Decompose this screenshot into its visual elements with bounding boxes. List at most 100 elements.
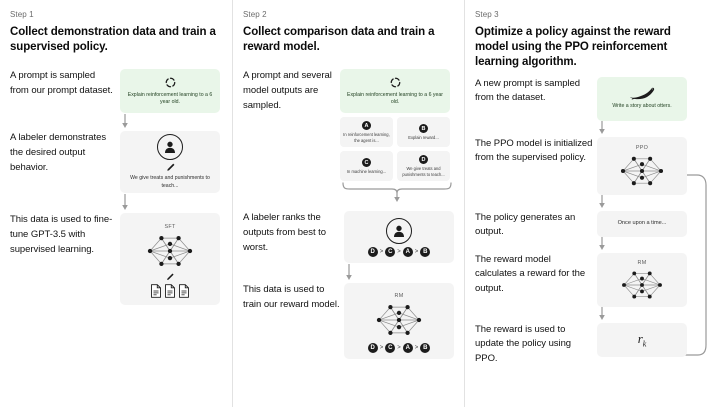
down-arrow-icon [599,306,605,320]
output-text: Explain reward... [408,134,439,140]
step-3-art-3: Once upon a time... [593,210,710,251]
recycle-icon [165,77,175,87]
model-label: RM [394,292,404,299]
rank-badge: D [367,342,378,353]
down-arrow-icon [122,194,128,211]
prompt-box: Explain reinforcement learning to a 6 ye… [340,69,450,114]
person-icon [157,134,183,161]
step-2-caption-3: This data is used to train our reward mo… [243,284,340,311]
rank-separator: > [414,248,419,255]
step-2-art-1: Explain reinforcement learning to a 6 ye… [338,69,454,203]
step-1-title: Collect demonstration data and train a s… [10,26,216,54]
reward-symbol: r [637,330,643,346]
step-1-caption-1: A prompt is sampled from our prompt data… [10,70,113,97]
ranking-row: D > C > A > B [367,342,431,353]
step-3-label: Step 3 [475,10,499,19]
step-2-row-3: This data is used to train our reward mo… [241,283,454,360]
prompt-text: Explain reinforcement learning to a 6 ye… [346,91,444,106]
person-icon [386,217,412,244]
step-3-row-3: The policy generates an output. Once upo… [473,210,710,251]
output-text: We give treats and punishments to teach.… [402,165,445,177]
step-2-row-2: A labeler ranks the outputs from best to… [241,211,454,281]
step-2-rows: A prompt and several model outputs are s… [241,69,454,360]
pencil-icon [166,163,174,171]
prompt-box: Write a story about otters. [597,76,687,121]
rank-badge: C [385,246,396,257]
model-label: PPO [635,144,649,151]
document-icon [179,284,189,299]
document-icon [165,284,175,299]
down-arrow-icon [599,194,605,208]
ppo-model-box: PPO [597,136,687,195]
step-2-row-1: A prompt and several model outputs are s… [241,69,454,203]
prompt-text: Explain reinforcement learning to a 6 ye… [127,91,213,106]
step-3-row-2: The PPO model is initialized from the su… [473,136,710,209]
output-text: In machine learning... [346,168,387,174]
step-1-rows: A prompt is sampled from our prompt data… [8,69,222,306]
step-3-rows: A new prompt is sampled from the dataset… [473,76,710,367]
recycle-icon [390,77,400,87]
step-1-art-1: Explain reinforcement learning to a 6 ye… [114,69,222,129]
step-1-art-3: SFT [114,213,222,306]
neural-network-icon [622,271,662,299]
step-3-art-2: PPO [593,136,710,209]
step-3-caption-1: A new prompt is sampled from the dataset… [475,77,580,104]
step-2-label: Step 2 [243,10,267,19]
step-2-caption-2: A labeler ranks the outputs from best to… [243,212,326,253]
ranking-row: D > C > A > B [367,246,431,257]
labeler-text: We give treats and punishments to teach.… [130,175,210,189]
neural-network-icon [147,236,193,267]
step-1-caption-2: A labeler demonstrates the desired outpu… [10,132,107,173]
output-badge: D [419,155,428,165]
step-2-title: Collect comparison data and train a rewa… [243,26,435,54]
document-icon [151,284,161,299]
step-2-art-2: D > C > A > B [342,211,454,281]
pencil-icon [167,273,174,281]
step-2-caption-1: A prompt and several model outputs are s… [243,70,332,111]
documents-group [150,284,190,299]
neural-network-icon [620,156,664,185]
step-1-caption-3: This data is used to fine-tune GPT-3.5 w… [10,214,113,255]
prompt-box: Explain reinforcement learning to a 6 ye… [120,69,220,114]
model-label: RM [637,259,647,266]
prompt-text: Write a story about otters. [612,103,672,110]
neural-network-icon [376,304,422,335]
step-1-column: Step 1 Collect demonstration data and tr… [0,0,232,407]
rm-model-box: RM [597,252,687,307]
step-1-art-2: We give treats and punishments to teach.… [114,131,222,211]
step-3-row-4: The reward model calculates a reward for… [473,252,710,321]
step-3-art-4: RM [593,252,710,321]
reward-formula: rk [638,331,647,349]
model-output-c: C In machine learning... [340,151,393,182]
rm-model-box: RM [344,283,454,360]
down-arrow-icon [599,236,605,250]
output-text: In reinforcement learning, the agent is.… [343,131,390,143]
brace-and-arrow-icon [342,182,452,203]
rank-badge: B [420,246,431,257]
model-output-a: A In reinforcement learning, the agent i… [340,117,393,148]
step-3-title: Optimize a policy against the reward mod… [475,26,671,69]
generated-output-box: Once upon a time... [597,210,687,237]
model-label: SFT [164,224,176,231]
reward-box: rk [597,322,687,357]
generated-output-text: Once upon a time... [617,220,667,227]
rank-separator: > [414,344,419,351]
rank-separator: > [397,248,401,255]
step-3-art-5: rk [593,322,710,357]
step-3-art-1: Write a story about otters. [593,76,710,135]
output-badge: C [362,158,371,168]
step-3-row-5: The reward is used to update the policy … [473,322,710,367]
down-arrow-icon [122,114,128,129]
output-badge: A [362,121,371,131]
step-3-caption-4: The reward model calculates a reward for… [475,253,586,294]
step-2-art-3: RM [342,283,454,360]
person-glyph-icon [165,141,175,154]
rank-separator: > [379,344,384,351]
step-3-row-1: A new prompt is sampled from the dataset… [473,76,710,135]
rank-badge: A [402,246,413,257]
rank-badge: B [420,342,431,353]
sft-model-box: SFT [120,213,220,306]
model-output-d: D We give treats and punishments to teac… [397,151,450,182]
step-2-column: Step 2 Collect comparison data and train… [232,0,464,407]
